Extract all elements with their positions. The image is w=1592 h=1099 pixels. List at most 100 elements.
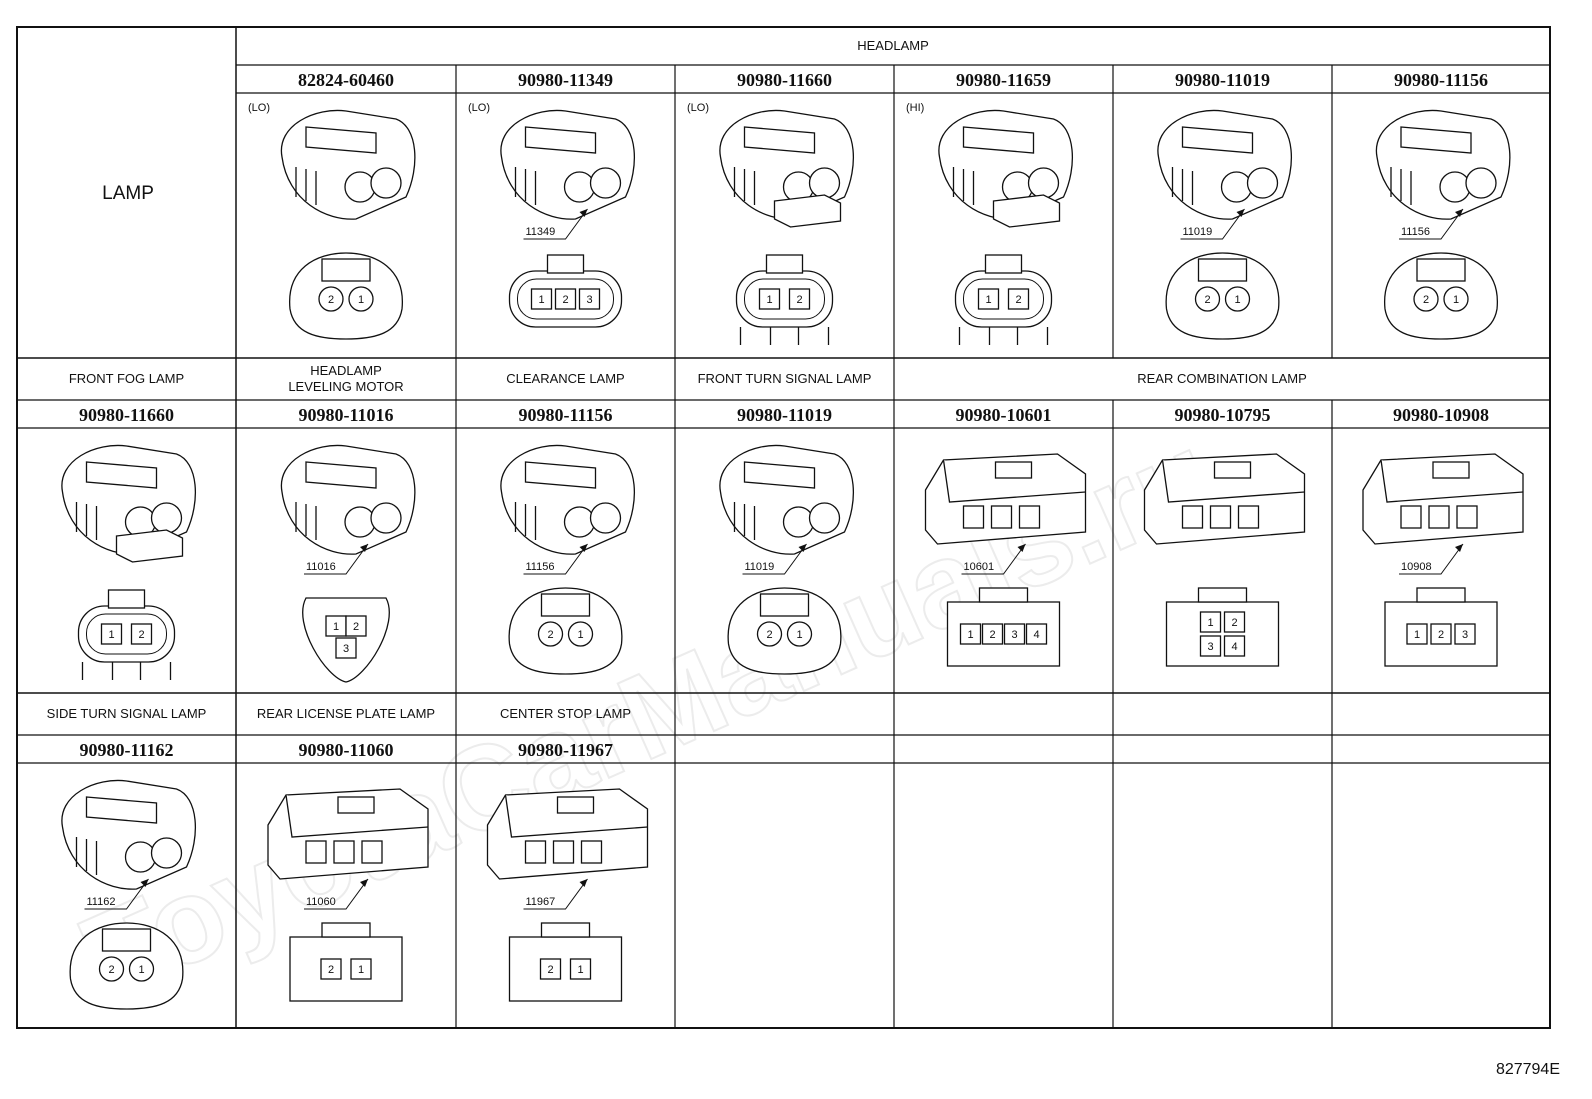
callout-arrowhead: [1455, 209, 1463, 217]
connector-edge: [504, 794, 648, 838]
callout-label: 11016: [306, 561, 336, 573]
pin-cavity: [1224, 286, 1251, 312]
face-latch: [321, 922, 371, 938]
part-number: 90980-11660: [79, 405, 174, 425]
pin-number: 1: [108, 629, 114, 641]
connector-body-outline: [280, 109, 416, 220]
mating-face-outline: [508, 936, 623, 1002]
connector-latch: [556, 796, 595, 814]
pin-number: 1: [1234, 294, 1240, 306]
pin-number: 1: [796, 629, 802, 641]
terminal-barrel: [1439, 171, 1471, 203]
terminal-barrel: [589, 502, 622, 534]
terminal-barrel: [370, 502, 402, 534]
terminal-barrel: [344, 171, 376, 203]
mating-face-outline: [1165, 252, 1280, 340]
pin-cavity: [1223, 611, 1246, 633]
connector-body-outline: [719, 444, 855, 555]
connector-ribs: [952, 167, 975, 205]
cavity: [1018, 505, 1041, 529]
pin-cavity: [1199, 635, 1222, 657]
pin-cavity: [537, 621, 564, 647]
cavity: [361, 840, 383, 864]
connector-latch: [1213, 461, 1252, 479]
connector-latch: [962, 126, 1035, 154]
connector-latch: [337, 796, 375, 814]
category-label: HEADLAMP: [857, 38, 929, 53]
terminal-barrel: [782, 506, 815, 538]
pin-cavity: [977, 288, 1000, 310]
callout-arrowhead: [360, 544, 368, 552]
pin-cavity: [1223, 635, 1246, 657]
part-number: 90980-11967: [518, 740, 613, 760]
mating-face-inner: [963, 278, 1044, 320]
callout-label: 11156: [1401, 226, 1430, 238]
callout-label: 11019: [745, 561, 775, 573]
pin-cavity: [530, 288, 553, 310]
connector-latch: [524, 461, 597, 489]
callout-leader: [1180, 208, 1245, 240]
terminal-barrel: [1246, 167, 1279, 199]
connector-latch: [524, 126, 597, 154]
pin-cavity: [1025, 623, 1048, 645]
pin-number: 2: [766, 629, 772, 641]
pin-number: 3: [1207, 641, 1213, 653]
category-label: CENTER STOP LAMP: [500, 706, 631, 721]
mating-face-inner: [86, 613, 167, 655]
pin-cavity: [1194, 286, 1221, 312]
connector-latch: [743, 461, 816, 489]
callout-leader: [1399, 543, 1464, 575]
pin-cavity: [569, 958, 592, 980]
terminal-barrel: [589, 167, 622, 199]
terminal-barrel: [808, 502, 841, 534]
position-note: (LO): [248, 102, 270, 114]
category-label: REAR LICENSE PLATE LAMP: [257, 706, 435, 721]
connector-ribs: [295, 502, 317, 540]
pin-number: 2: [1423, 294, 1429, 306]
pin-number: 1: [577, 964, 583, 976]
retainer-clip: [773, 194, 842, 228]
mating-face-outline: [508, 587, 623, 675]
pin-number: 2: [547, 964, 553, 976]
pin-cavity: [98, 956, 125, 982]
category-label: FRONT FOG LAMP: [69, 371, 184, 386]
pin-cavity: [1199, 611, 1222, 633]
terminal-barrel: [1220, 171, 1253, 203]
connector-edge: [942, 459, 1086, 503]
pin-number: 2: [328, 964, 334, 976]
connector-latch: [1400, 126, 1472, 154]
terminal-barrel: [124, 841, 157, 873]
face-latch: [107, 589, 146, 609]
face-latch: [984, 254, 1023, 274]
part-number: 82824-60460: [298, 70, 394, 90]
terminal-barrel: [563, 171, 596, 203]
cavity: [552, 840, 575, 864]
cavity: [990, 505, 1013, 529]
callout-leader: [742, 543, 807, 575]
connector-edge: [1161, 459, 1305, 503]
mating-face-outline: [289, 936, 403, 1002]
pin-cavity: [788, 288, 811, 310]
terminal-barrel: [370, 167, 402, 199]
connector-ribs: [75, 837, 98, 875]
pin-cavity: [959, 623, 982, 645]
callout-arrowhead: [798, 544, 807, 552]
pin-number: 2: [1231, 617, 1237, 629]
callout-label: 10908: [1401, 561, 1432, 573]
pin-cavity: [128, 956, 155, 982]
pin-cavity: [786, 621, 813, 647]
connector-body-outline: [280, 444, 416, 555]
part-number: 90980-11019: [1175, 70, 1270, 90]
pin-number: 1: [985, 294, 991, 306]
pin-number: 1: [138, 964, 144, 976]
face-latch: [759, 593, 810, 617]
face-latch: [1197, 587, 1248, 603]
pin-cavity: [539, 958, 562, 980]
category-label: CLEARANCE LAMP: [506, 371, 624, 386]
